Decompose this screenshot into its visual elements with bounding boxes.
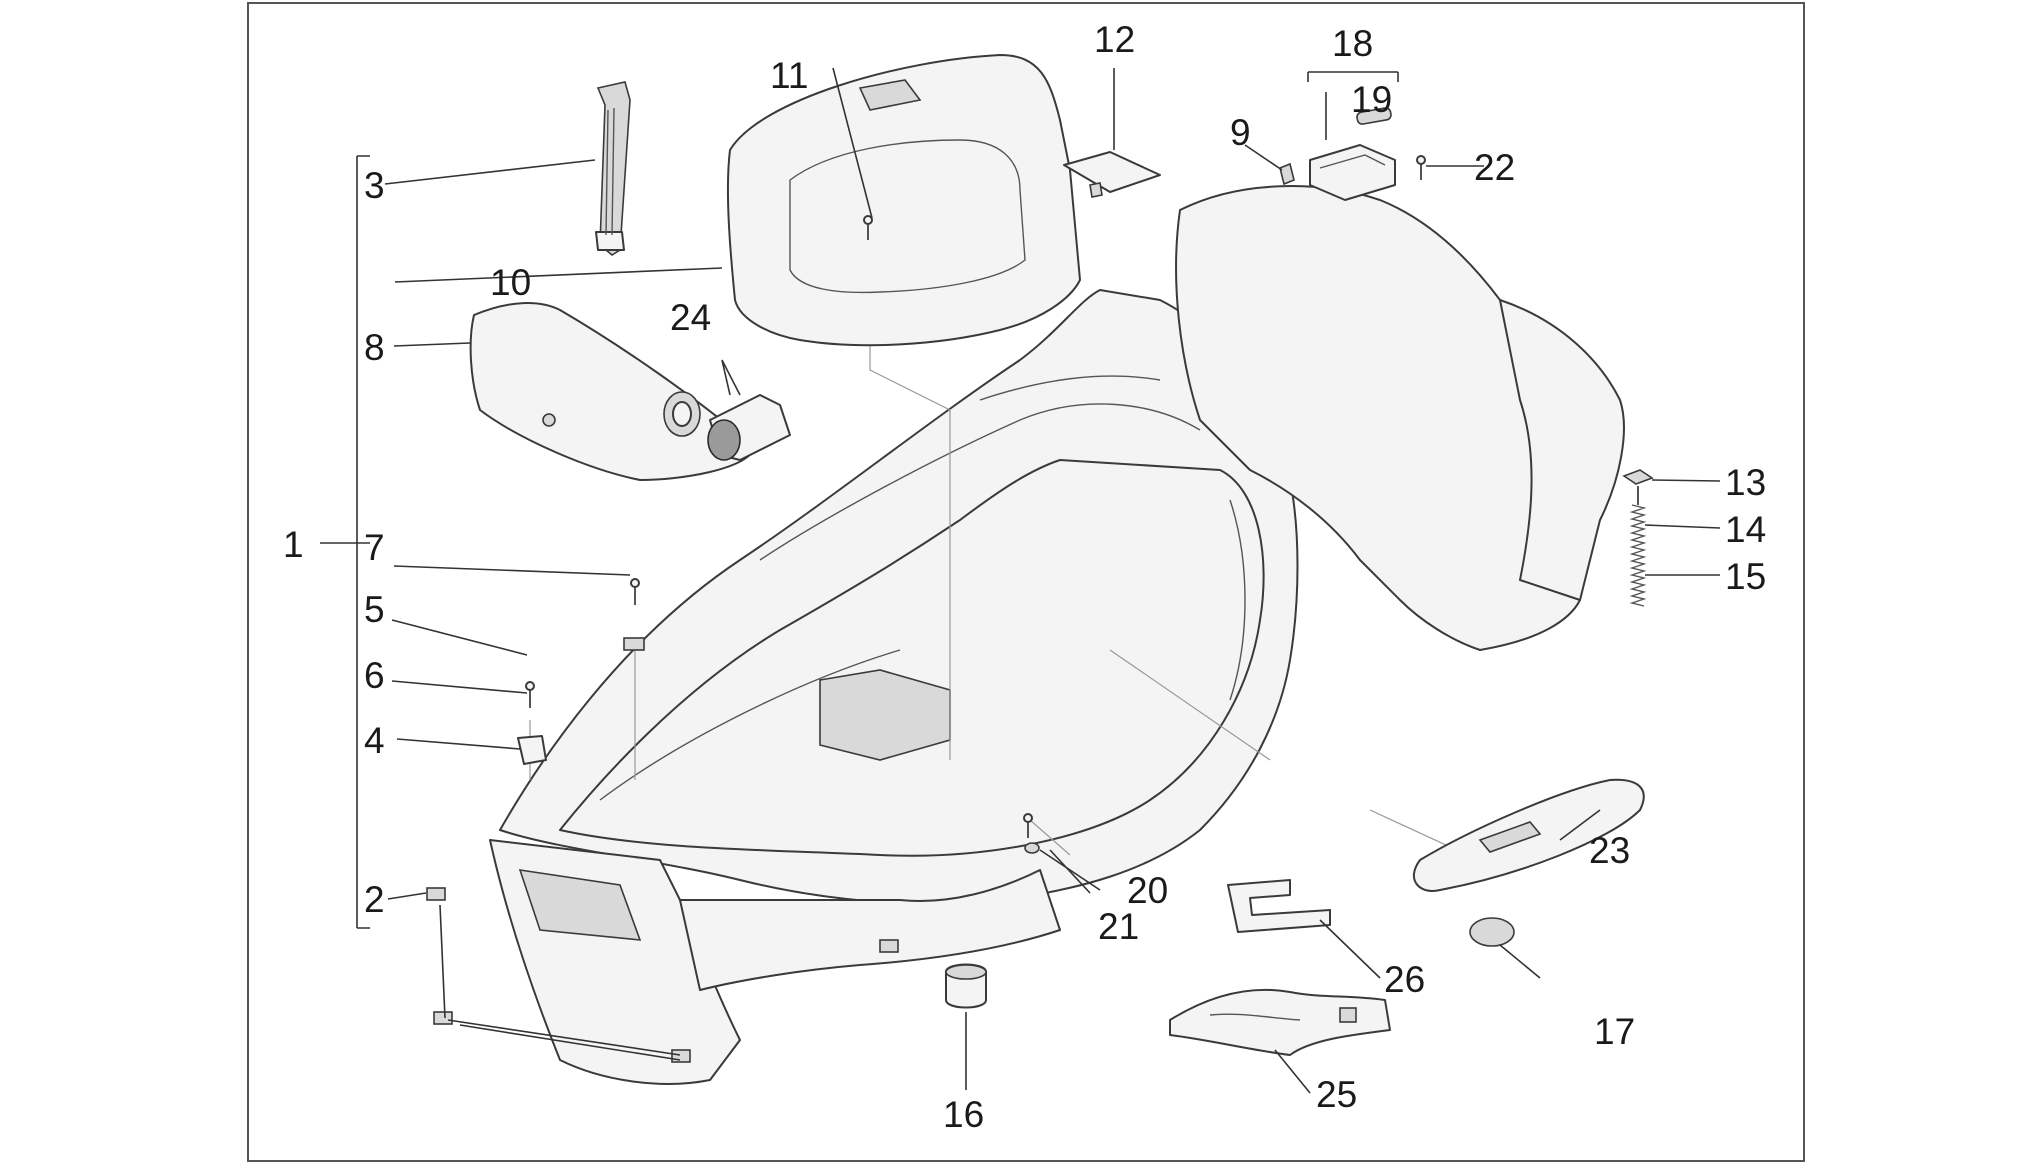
part-24-connector bbox=[663, 391, 791, 461]
leader-lines bbox=[384, 67, 1721, 1094]
part-19-fuse bbox=[1356, 107, 1392, 125]
callout-12: 12 bbox=[1094, 19, 1135, 60]
callout-1: 1 bbox=[283, 524, 304, 565]
callout-labels: 1 2 3 4 5 6 7 8 9 10 11 12 13 14 15 16 1… bbox=[283, 19, 1766, 1135]
part-10-cover bbox=[726, 54, 1081, 347]
part-13-15-bolt-spring bbox=[1622, 469, 1654, 607]
callout-25: 25 bbox=[1316, 1074, 1357, 1115]
part-23-grip bbox=[1413, 778, 1645, 892]
callout-8: 8 bbox=[364, 327, 385, 368]
callout-10: 10 bbox=[490, 262, 531, 303]
callout-14: 14 bbox=[1725, 509, 1766, 550]
callout-23: 23 bbox=[1589, 830, 1630, 871]
callout-26: 26 bbox=[1384, 959, 1425, 1000]
callout-16: 16 bbox=[943, 1094, 984, 1135]
callout-5: 5 bbox=[364, 589, 385, 630]
callout-9: 9 bbox=[1230, 112, 1251, 153]
body-frame bbox=[489, 185, 1625, 1085]
callout-22: 22 bbox=[1474, 147, 1515, 188]
callout-24: 24 bbox=[670, 297, 711, 338]
callout-11: 11 bbox=[770, 55, 808, 96]
fasteners bbox=[426, 155, 1426, 1063]
part-9-clip bbox=[1279, 162, 1295, 186]
part-3-strap bbox=[595, 81, 631, 256]
callout-15: 15 bbox=[1725, 556, 1766, 597]
callout-17: 17 bbox=[1594, 1011, 1635, 1052]
callout-6: 6 bbox=[364, 655, 385, 696]
callout-4: 4 bbox=[364, 720, 385, 761]
callout-13: 13 bbox=[1725, 462, 1766, 503]
callout-2: 2 bbox=[364, 879, 385, 920]
part-18-box bbox=[1309, 144, 1396, 201]
part-25-sheet bbox=[1169, 988, 1391, 1056]
part-12-plate bbox=[1063, 151, 1161, 198]
part-26-pad bbox=[1227, 879, 1331, 933]
part-17-cap bbox=[1469, 917, 1515, 947]
callout-3: 3 bbox=[364, 165, 385, 206]
bracket-group-18 bbox=[1307, 71, 1399, 82]
callout-20: 20 bbox=[1127, 870, 1168, 911]
callout-18: 18 bbox=[1332, 23, 1373, 64]
callout-19: 19 bbox=[1351, 79, 1392, 120]
callout-7: 7 bbox=[364, 527, 385, 568]
callout-21: 21 bbox=[1098, 906, 1139, 947]
part-16-plug bbox=[945, 963, 987, 1009]
